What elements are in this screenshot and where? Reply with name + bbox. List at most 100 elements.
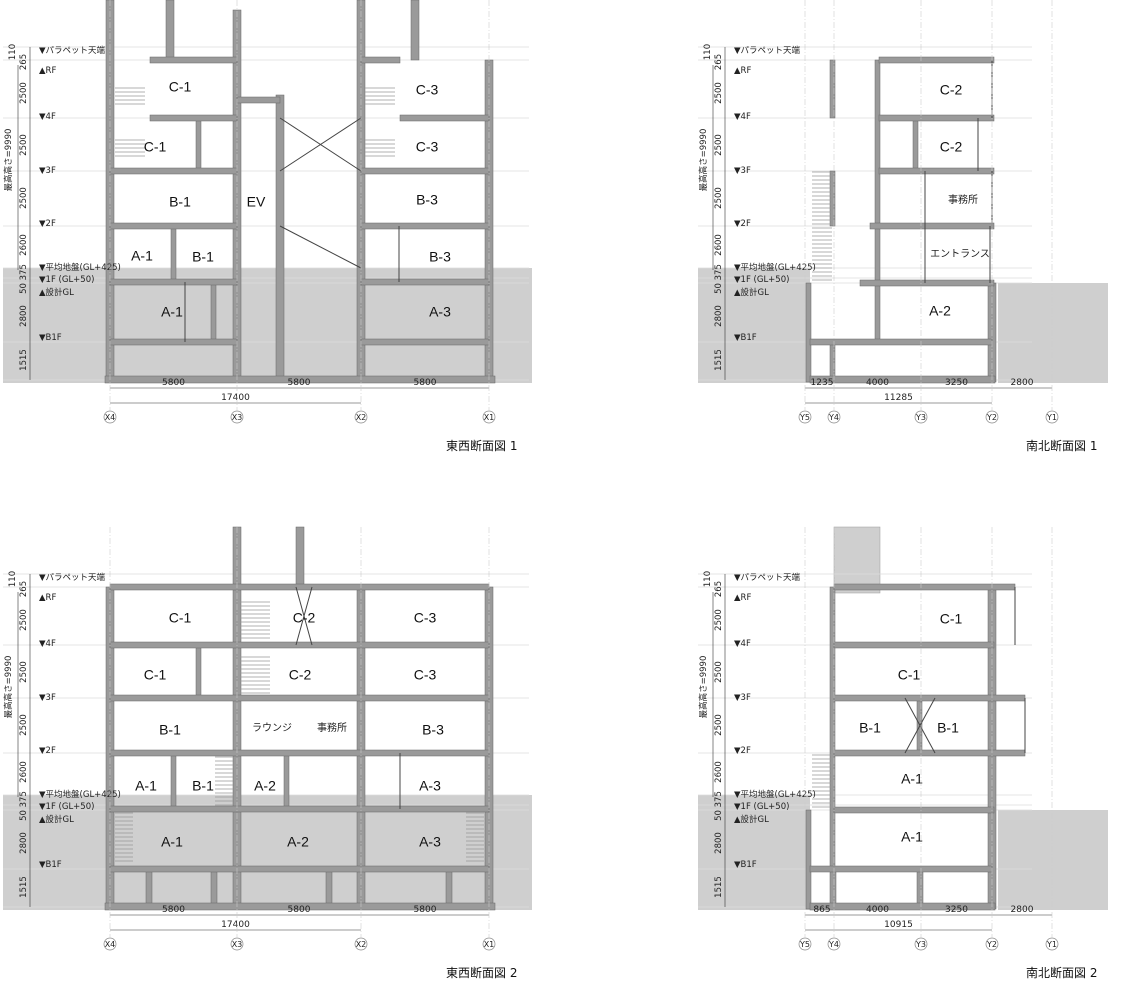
ground bbox=[3, 795, 532, 910]
partition-line bbox=[279, 117, 362, 172]
grid-label: Y5 bbox=[799, 413, 810, 422]
section-ew1: ▼パラペット天端▲RF▼4F▼3F▼2F▼平均地盤(GL+425)▼1F (GL… bbox=[3, 0, 532, 453]
level-dimension: 110 bbox=[8, 44, 18, 60]
total-dimension: 11285 bbox=[884, 393, 913, 403]
partition-line bbox=[295, 586, 313, 646]
room-label: B-1 bbox=[192, 778, 214, 794]
level-label: ▼平均地盤(GL+425) bbox=[39, 262, 121, 273]
grid-label: Y4 bbox=[828, 413, 839, 422]
floor-slab bbox=[878, 167, 995, 175]
level-dimension: 2600 bbox=[19, 761, 29, 783]
floor-slab bbox=[109, 222, 238, 230]
floor-slab bbox=[809, 865, 993, 873]
room-label: C-1 bbox=[144, 667, 167, 683]
grid-bubble bbox=[354, 410, 368, 424]
floor-slab bbox=[149, 56, 238, 64]
level-label: ▼平均地盤(GL+425) bbox=[734, 789, 816, 800]
grid-label: X1 bbox=[484, 940, 495, 949]
grid-label: Y1 bbox=[1046, 940, 1057, 949]
grid-bubble bbox=[103, 937, 117, 951]
floor-slab bbox=[833, 806, 995, 814]
span-dimension: 4000 bbox=[866, 378, 889, 388]
room-label: C-1 bbox=[144, 139, 167, 155]
room-label: C-2 bbox=[940, 139, 963, 155]
level-label: ▼平均地盤(GL+425) bbox=[39, 789, 121, 800]
ground bbox=[698, 268, 810, 383]
wall bbox=[145, 868, 153, 908]
room-label: C-1 bbox=[169, 79, 192, 95]
max-height-label: 最高高さ=9990 bbox=[3, 656, 14, 719]
level-dimension: 50 375 bbox=[714, 264, 724, 294]
grid-label: Y3 bbox=[915, 940, 926, 949]
section-ns1: ▼パラペット天端▲RF▼4F▼3F▼2F▼平均地盤(GL+425)▼1F (GL… bbox=[698, 0, 1108, 453]
level-dimension: 2600 bbox=[714, 234, 724, 256]
level-label: ▼3F bbox=[39, 166, 56, 176]
level-label: ▼パラペット天端 bbox=[39, 572, 106, 583]
wall bbox=[829, 868, 837, 908]
room-label: 事務所 bbox=[317, 721, 347, 734]
grid-bubble bbox=[798, 410, 812, 424]
floor-slab bbox=[360, 222, 490, 230]
wall bbox=[805, 282, 812, 383]
level-dimension: 2600 bbox=[714, 761, 724, 783]
level-label: ▼3F bbox=[39, 693, 56, 703]
floor-slab bbox=[859, 279, 995, 287]
floor-slab bbox=[809, 338, 993, 346]
level-label: ▲設計GL bbox=[734, 814, 769, 825]
level-dimension: 1515 bbox=[714, 349, 724, 371]
level-dimension: 2500 bbox=[19, 714, 29, 736]
room-label: A-1 bbox=[901, 771, 923, 787]
floor-slab bbox=[869, 222, 995, 230]
floor-slab bbox=[109, 583, 490, 591]
level-dimension: 2500 bbox=[19, 609, 29, 631]
level-dimension: 2500 bbox=[714, 714, 724, 736]
level-dimension: 50 375 bbox=[714, 791, 724, 821]
max-height-label: 最高高さ=9990 bbox=[698, 129, 709, 192]
grid-label: X3 bbox=[232, 413, 243, 422]
level-dimension: 1515 bbox=[19, 349, 29, 371]
room-label: A-1 bbox=[161, 304, 183, 320]
room-label: 事務所 bbox=[948, 193, 978, 206]
floor-slab bbox=[809, 902, 996, 911]
floor-slab bbox=[833, 694, 1026, 702]
span-dimension: 5800 bbox=[414, 905, 437, 915]
drawing-title: 東西断面図 1 bbox=[446, 438, 517, 453]
room-label: C-1 bbox=[169, 610, 192, 626]
level-label: ▼4F bbox=[734, 639, 751, 649]
room-label: B-1 bbox=[937, 720, 959, 736]
level-label: ▼B1F bbox=[734, 860, 757, 870]
grid-bubble bbox=[985, 937, 999, 951]
floor-slab bbox=[109, 749, 490, 757]
floor-slab bbox=[878, 114, 995, 122]
level-label: ▼2F bbox=[734, 746, 751, 756]
wall bbox=[912, 117, 919, 172]
floor-slab bbox=[360, 56, 401, 64]
floor-slab bbox=[109, 278, 238, 286]
level-label: ▲設計GL bbox=[39, 814, 74, 825]
level-label: ▼4F bbox=[734, 112, 751, 122]
level-dimension: 2800 bbox=[714, 305, 724, 327]
floor-slab bbox=[109, 865, 490, 873]
wall bbox=[210, 281, 217, 343]
grid-bubble bbox=[985, 410, 999, 424]
room-label: C-3 bbox=[414, 667, 437, 683]
wall bbox=[445, 868, 453, 908]
floor-slab bbox=[104, 902, 496, 911]
room-label: エントランス bbox=[930, 248, 990, 260]
wall bbox=[283, 752, 290, 810]
level-dimension: 2800 bbox=[19, 305, 29, 327]
wall bbox=[275, 94, 285, 383]
wall bbox=[170, 752, 177, 810]
wall bbox=[295, 526, 305, 588]
span-dimension: 2800 bbox=[1011, 378, 1034, 388]
level-label: ▲設計GL bbox=[39, 287, 74, 298]
grid-bubble bbox=[482, 937, 496, 951]
floor-slab bbox=[833, 641, 995, 649]
grid-label: Y5 bbox=[799, 940, 810, 949]
total-dimension: 10915 bbox=[884, 920, 913, 930]
level-label: ▲RF bbox=[39, 66, 56, 76]
level-dimension: 2800 bbox=[714, 832, 724, 854]
level-dimension: 1515 bbox=[714, 876, 724, 898]
level-dimension: 110 bbox=[703, 571, 713, 587]
